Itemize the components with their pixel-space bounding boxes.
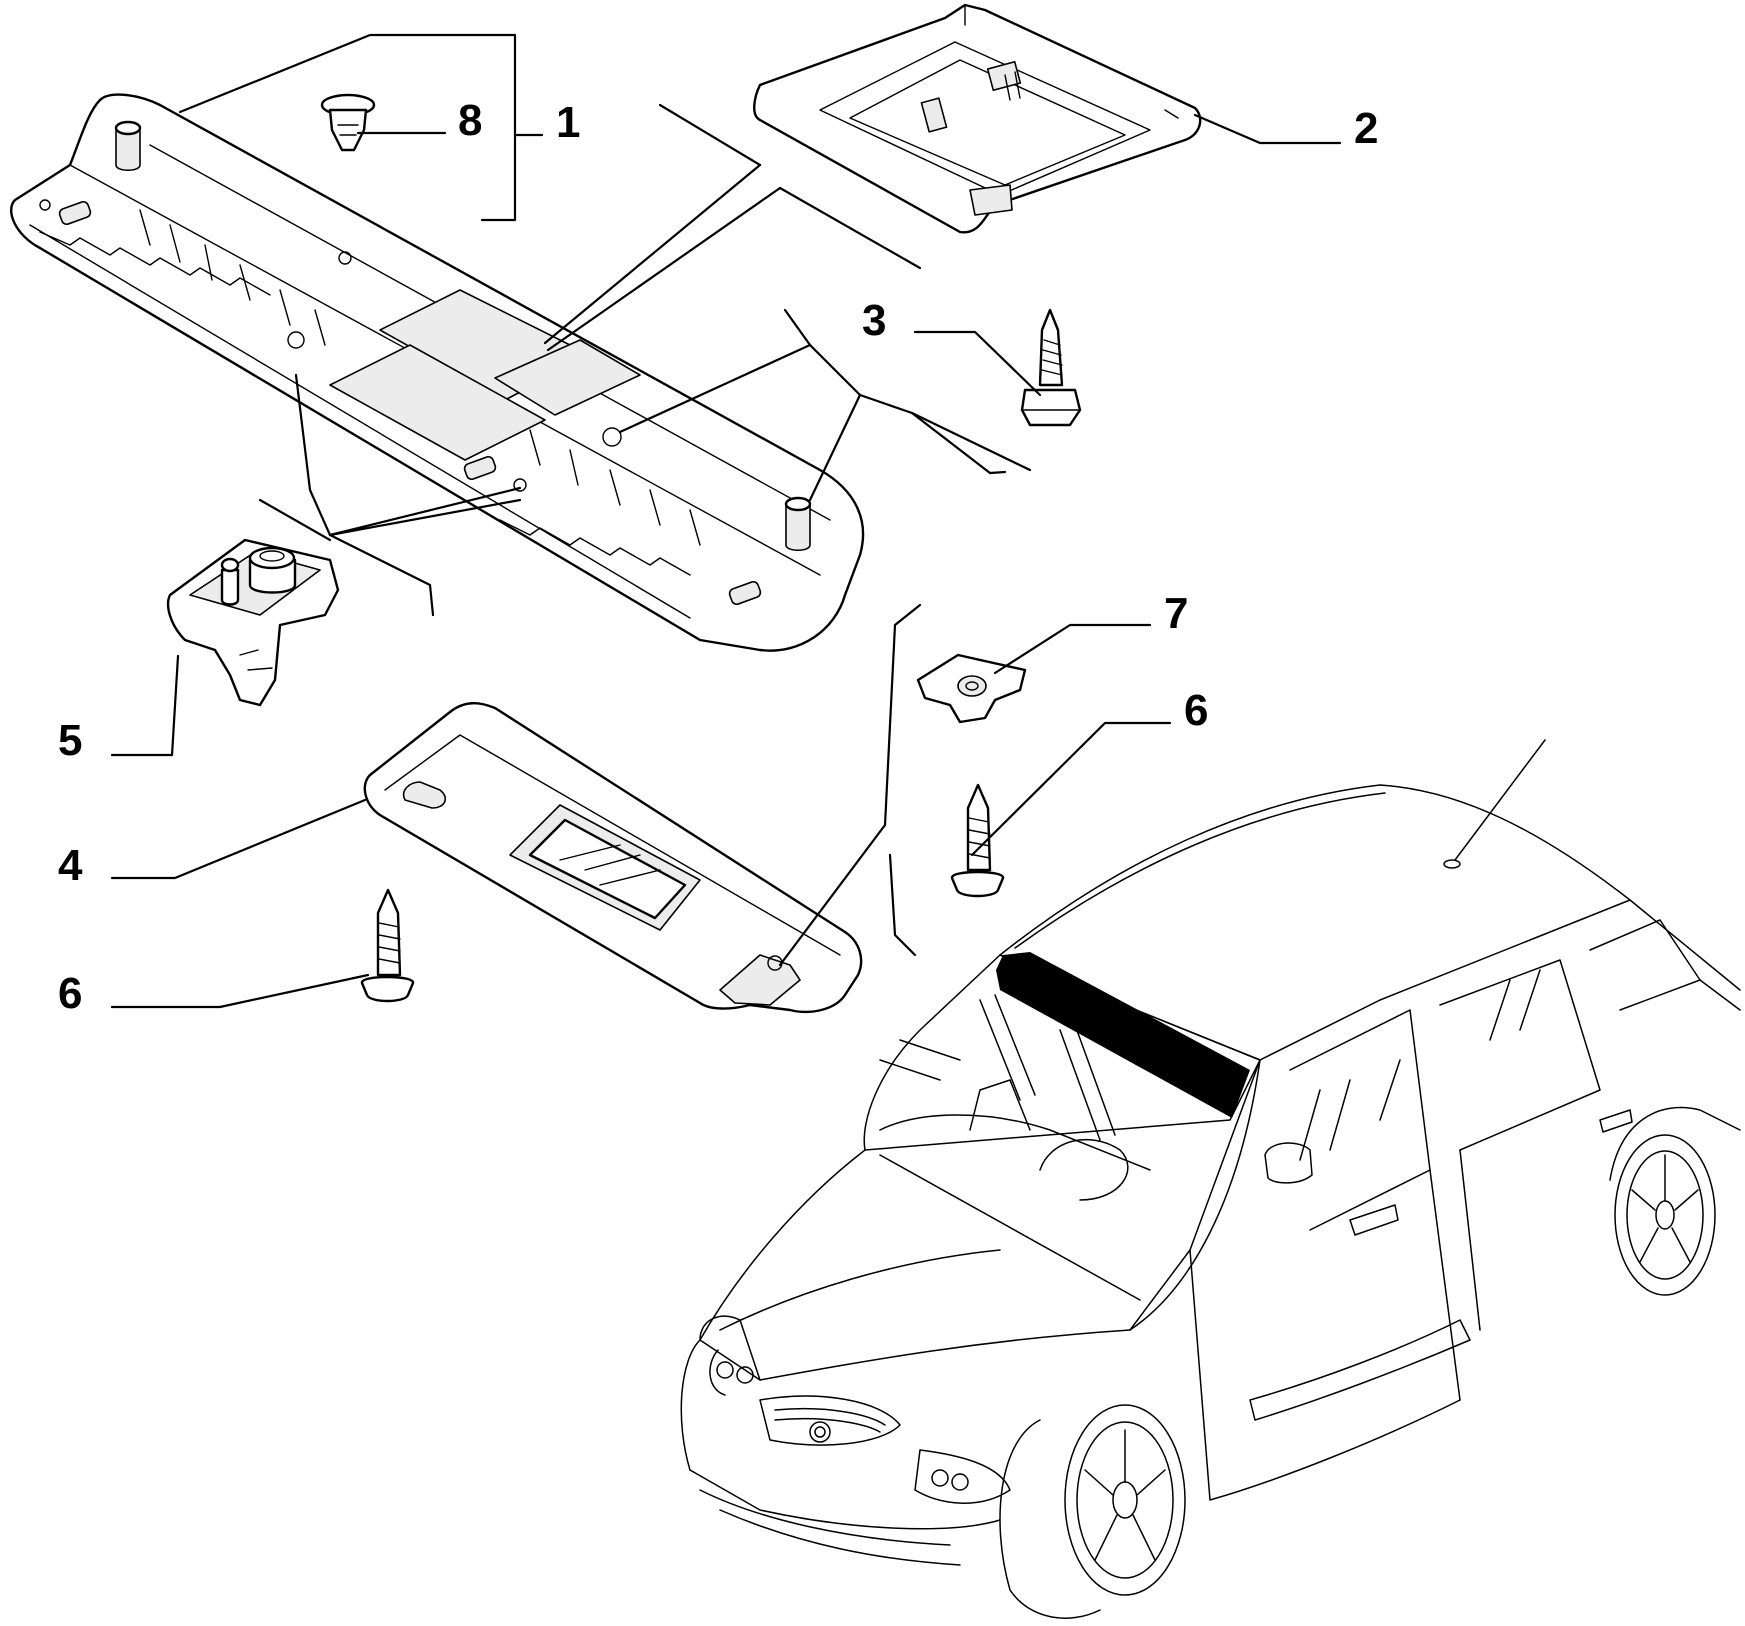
callout-6-left: 6: [58, 969, 82, 1018]
callout-2: 2: [1354, 104, 1378, 153]
callout-5: 5: [58, 716, 82, 765]
part-6-screw-left: [360, 888, 415, 1003]
callout-labels: 1 2 3 4 5 6 6 7 8: [58, 96, 1378, 1018]
part-2-lamp-cover: [753, 3, 1202, 234]
callout-6-right: 6: [1184, 686, 1208, 735]
part-1-roof-console: [10, 93, 865, 652]
part-8-push-clip: [320, 93, 376, 152]
callout-7: 7: [1164, 589, 1188, 638]
car-outline: [680, 739, 1741, 1619]
part-5-visor-bracket: [166, 538, 340, 707]
highlighted-part-on-car: [996, 952, 1250, 1118]
callout-4: 4: [58, 841, 83, 890]
leader-lines: [110, 33, 1342, 1009]
part-6-screw-right: [950, 783, 1005, 898]
part-3-hex-screw: [1020, 308, 1082, 427]
callout-3: 3: [862, 296, 886, 345]
callout-1: 1: [556, 98, 580, 147]
part-4-sun-visor: [363, 702, 863, 1014]
callout-8: 8: [458, 96, 482, 145]
